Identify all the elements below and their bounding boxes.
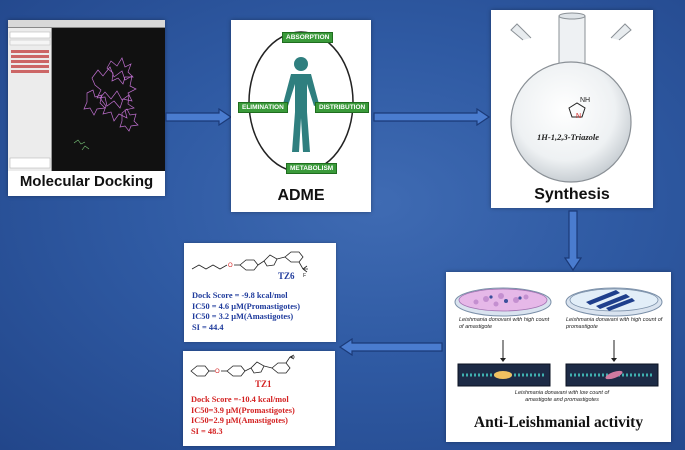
synthesis-panel: NH N 1H-1,2,3-Triazole Synthesis	[491, 10, 653, 208]
arrow-anti-to-compounds	[338, 338, 443, 356]
n-label: N	[576, 113, 582, 120]
tz1-name: TZ1	[255, 379, 272, 389]
distribution-tag: DISTRIBUTION	[315, 102, 370, 113]
compound-card-tz1: O TZ1 Dock Score =-10.4 kcal/mol IC50=3.…	[183, 351, 335, 446]
round-bottom-flask-icon	[510, 12, 632, 183]
arrow-adme-to-synthesis	[373, 108, 491, 126]
svg-text:O: O	[228, 263, 233, 269]
tz1-si: SI = 48.3	[191, 426, 223, 436]
docking-side-list	[9, 31, 51, 169]
tz6-si: SI = 44.4	[192, 322, 224, 332]
tz6-ic50-promastigotes: IC50 = 4.6 μM(Promastigotes)	[192, 301, 300, 311]
dish-right-label: Leishmania donavani with high count of p…	[566, 317, 663, 330]
tz1-ic50-amastigotes: IC50=2.9 μM(Amastigotes)	[191, 416, 288, 426]
docking-toolbar	[8, 20, 165, 28]
adme-panel: ABSORPTION ELIMINATION DISTRIBUTION META…	[231, 20, 371, 212]
metabolism-tag: METABOLISM	[286, 163, 338, 174]
assay-result-label: Leishmania donavani with low count of am…	[514, 390, 610, 403]
svg-text:F: F	[303, 273, 306, 279]
docking-screenshot	[8, 20, 165, 171]
elimination-tag: ELIMINATION	[238, 102, 288, 113]
tz1-structure: O	[190, 354, 295, 377]
absorption-tag: ABSORPTION	[282, 32, 334, 43]
tz6-dock-score: Dock Score = -9.8 kcal/mol	[192, 291, 288, 300]
adme-caption: ADME	[277, 187, 325, 204]
anti-caption: Anti-Leishmanial activity	[473, 414, 644, 431]
protein-ligand-visual	[73, 57, 139, 151]
docking-side-panel	[8, 28, 52, 171]
arrow-synthesis-to-anti	[564, 210, 582, 272]
tz6-ic50-amastigotes: IC50 = 3.2 μM(Amastigotes)	[192, 312, 294, 322]
tz1-properties: Dock Score =-10.4 kcal/mol IC50=3.9 μM(P…	[191, 395, 295, 437]
molecular-docking-panel: Molecular Docking	[8, 20, 165, 196]
petri-dish-assay	[454, 287, 663, 387]
synthesis-caption: Synthesis	[534, 186, 610, 203]
arrow-docking-to-adme	[165, 108, 233, 126]
triazole-label: 1H-1,2,3-Triazole	[537, 132, 600, 142]
tz1-dock-score: Dock Score =-10.4 kcal/mol	[191, 395, 289, 404]
nh-label: NH	[580, 97, 591, 104]
tz1-ic50-promastigotes: IC50=3.9 μM(Promastigotes)	[191, 405, 295, 415]
tz6-name: TZ6	[278, 271, 295, 281]
dish-left-label: Leishmania donovani with high count of a…	[459, 317, 550, 330]
svg-text:O: O	[215, 369, 220, 375]
compound-card-tz6: O F TZ6 Dock Score = -9.8 kcal/mol IC50 …	[184, 243, 336, 342]
tz6-properties: Dock Score = -9.8 kcal/mol IC50 = 4.6 μM…	[192, 291, 300, 333]
anti-leishmanial-panel: Leishmania donovani with high count of a…	[446, 272, 671, 442]
docking-caption: Molecular Docking	[19, 173, 154, 190]
tz6-structure: O F	[191, 251, 308, 279]
